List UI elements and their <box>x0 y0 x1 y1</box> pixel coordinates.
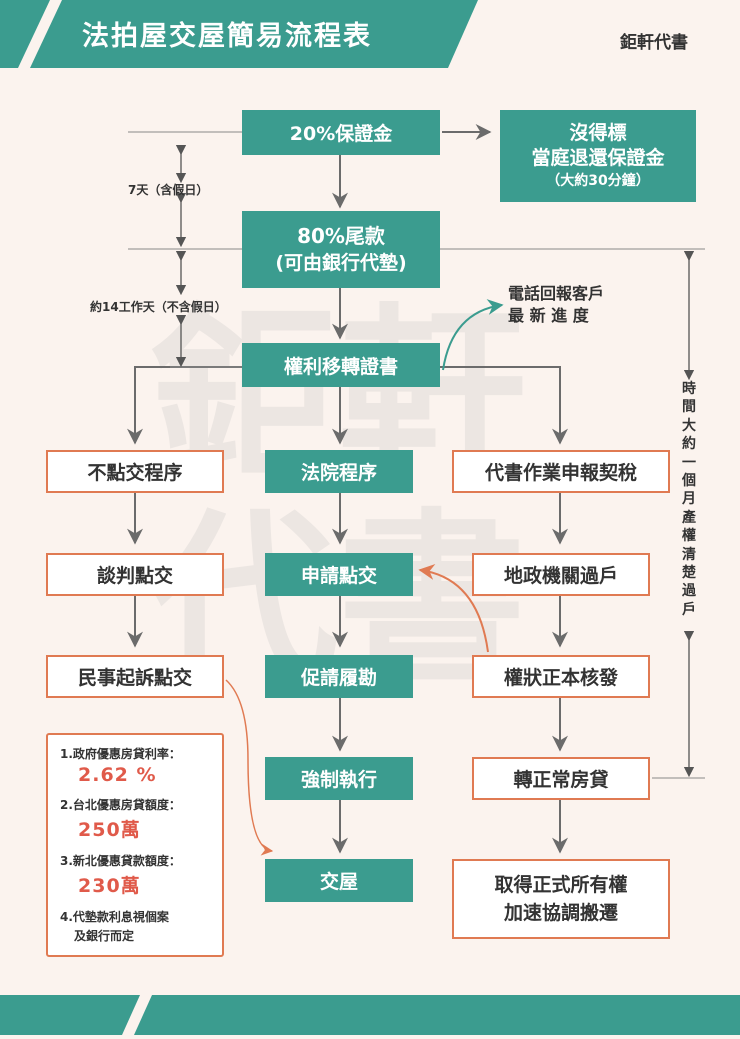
report-line-1: 電話回報客戶 <box>508 284 605 303</box>
deposit-step: 20%保證金 <box>242 110 440 155</box>
certificate-step: 權利移轉證書 <box>242 343 440 387</box>
report-line-2: 最 新 進 度 <box>508 306 589 325</box>
header-bar <box>0 0 740 68</box>
deed-issue-step: 權狀正本核發 <box>472 655 650 698</box>
header-shapes <box>0 0 478 68</box>
negotiate-step: 談判點交 <box>46 553 224 596</box>
land-transfer-step: 地政機關過戶 <box>472 553 650 596</box>
note-3-label: 3.新北優惠貸款額度： <box>60 854 181 868</box>
report-note: 電話回報客戶 最 新 進 度 <box>508 283 628 327</box>
handover-step: 交屋 <box>265 859 413 902</box>
footer-shapes <box>0 995 740 1035</box>
balance-note: (可由銀行代墊) <box>275 251 407 274</box>
ownership-step: 取得正式所有權 加速協調搬遷 <box>452 859 670 939</box>
note-4-value: 及銀行而定 <box>74 929 135 943</box>
tax-filing-step: 代書作業申報契稅 <box>452 450 670 493</box>
court-step: 法院程序 <box>265 450 413 493</box>
ownership-line-2: 加速協調搬遷 <box>503 902 618 924</box>
enforce-step: 強制執行 <box>265 757 413 800</box>
note-3-value: 230萬 <box>78 875 141 897</box>
balance-title: 80%尾款 <box>297 223 385 248</box>
note-2-value: 250萬 <box>78 819 141 841</box>
brand-label: 鉅軒代書 <box>620 33 688 53</box>
note-2-label: 2.台北優惠房貸額度： <box>60 798 181 812</box>
note-4-label: 4.代墊款利息視個案 <box>60 910 169 924</box>
loan-notes: 1.政府優惠房貸利率： 2.62 % 2.台北優惠房貸額度： 250萬 3.新北… <box>46 733 224 957</box>
no-bid-title: 沒得標 <box>569 122 627 144</box>
note-1-label: 1.政府優惠房貸利率： <box>60 747 181 761</box>
loan-step: 轉正常房貸 <box>472 757 650 800</box>
page-title: 法拍屋交屋簡易流程表 <box>82 21 372 52</box>
inspection-step: 促請履勘 <box>265 655 413 698</box>
lawsuit-step: 民事起訴點交 <box>46 655 224 698</box>
footer-bar <box>0 995 740 1035</box>
one-month-label: 時間大約一個月產權清楚過戶 <box>680 380 698 620</box>
apply-handover-step: 申請點交 <box>265 553 413 596</box>
no-handover-step: 不點交程序 <box>46 450 224 493</box>
ownership-line-1: 取得正式所有權 <box>494 874 628 896</box>
no-bid-refund: 當庭退還保證金 <box>531 147 665 169</box>
no-bid-step: 沒得標 當庭退還保證金 （大約30分鐘） <box>500 110 696 202</box>
balance-step: 80%尾款 (可由銀行代墊) <box>242 211 440 288</box>
seven-days-label: 7天（含假日） <box>128 183 209 197</box>
no-bid-time: （大約30分鐘） <box>546 173 650 189</box>
fourteen-days-label: 約14工作天（不含假日） <box>90 300 227 314</box>
note-1-value: 2.62 % <box>78 764 157 786</box>
